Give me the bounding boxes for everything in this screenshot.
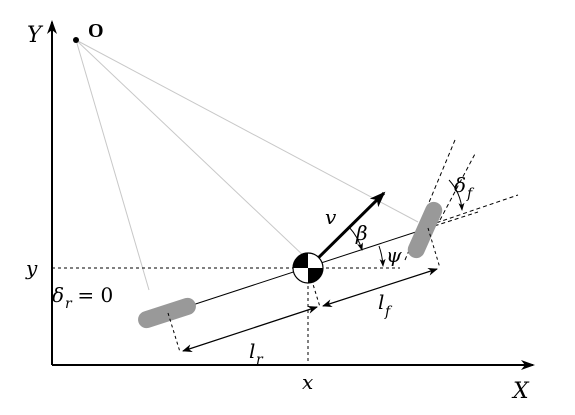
beta-arc: [348, 226, 363, 251]
rear-wheel: [138, 297, 196, 329]
x-axis-label: X: [511, 379, 530, 404]
y-coordinate-label: y: [25, 256, 38, 280]
front-dim-extension: [427, 227, 441, 269]
rear-wheel-ray: [75, 39, 150, 291]
rear-length-subscript: r: [256, 352, 264, 368]
center-of-mass-icon: [292, 252, 324, 284]
psi-arc: [378, 245, 386, 267]
delta-r-value: = 0: [71, 283, 113, 307]
delta-f-label: δ f: [454, 173, 475, 202]
psi-label: ψ: [386, 243, 402, 267]
y-axis-label: Y: [27, 23, 44, 48]
front-length-label: l f: [378, 290, 393, 320]
front-wheel: [407, 201, 443, 259]
delta-r-base: δ: [52, 283, 64, 307]
center-ray: [75, 39, 307, 259]
delta-f-subscript: f: [466, 186, 475, 202]
velocity-label: v: [325, 205, 337, 229]
rear-length-dimension: [182, 306, 318, 352]
x-coordinate-label: x: [302, 370, 313, 394]
front-length-base: l: [378, 290, 384, 314]
front-length-subscript: f: [384, 304, 393, 320]
rear-length-label: l r: [249, 339, 264, 368]
delta-r-equation: δ r = 0: [52, 283, 113, 312]
front-steer-direction: [439, 151, 477, 221]
front-length-dimension: [322, 267, 438, 308]
delta-r-subscript: r: [65, 296, 73, 312]
velocity-vector: [306, 191, 386, 270]
rear-dim-extension: [167, 312, 181, 353]
beta-label: β: [355, 221, 368, 245]
delta-f-arc: [448, 179, 465, 211]
origin-label: O: [88, 20, 104, 42]
front-wheel-ray: [75, 39, 419, 223]
delta-f-base: δ: [454, 173, 466, 197]
rear-length-base: l: [249, 339, 255, 363]
construction-lines: [75, 39, 419, 291]
instant-center-point: [73, 37, 79, 43]
front-steer-reference: [429, 194, 519, 226]
